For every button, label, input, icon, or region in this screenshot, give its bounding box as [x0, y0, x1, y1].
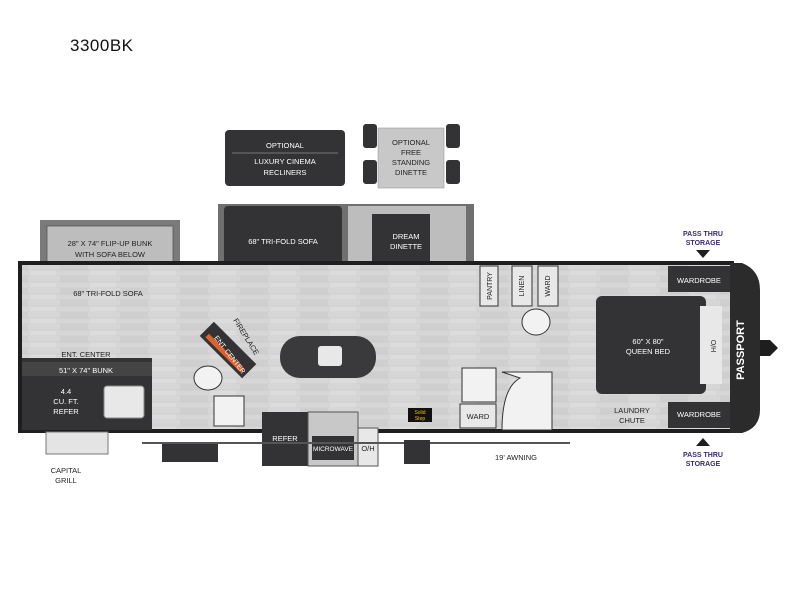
pass-thru-bottom-label-1: PASS THRU [683, 452, 723, 459]
refer [262, 412, 308, 466]
refer-small-label-1: 4.4 [61, 387, 71, 396]
linen [511, 265, 533, 307]
bunk [22, 362, 152, 376]
grill-label-2: GRILL [55, 476, 77, 485]
sofa-left-label: 68" TRI-FOLD SOFA [73, 289, 143, 298]
headboard [700, 306, 722, 384]
shower [501, 371, 553, 431]
pass-thru-top-label-1: PASS THRU [683, 231, 723, 238]
linen-label: LINEN [519, 276, 526, 297]
outdoor-step-left [162, 444, 218, 462]
dinette-label-3: STANDING [392, 158, 430, 167]
ward-label: WARD [545, 275, 552, 296]
laundry-label-1: LAUNDRY [614, 406, 650, 415]
toilet-half-bath [193, 365, 223, 391]
outdoor-sink [103, 385, 145, 419]
front-cap [730, 263, 760, 433]
brand-logo: PASSPORT [735, 320, 747, 380]
pass-thru-bottom-label-2: STORAGE [686, 461, 721, 468]
recliners-label-1: OPTIONAL [266, 141, 304, 150]
flip-up-bunk [46, 225, 174, 265]
laundry-label-2: CHUTE [619, 416, 645, 425]
ward-closet [537, 265, 559, 307]
refer-small-label-3: REFER [53, 407, 79, 416]
sink-half-bath [213, 395, 245, 427]
toilet-main-bath [521, 308, 551, 336]
hitch [760, 340, 778, 356]
pass-thru-bottom-arrow [696, 438, 710, 446]
dream-dinette-table [372, 214, 430, 266]
island-sink [318, 346, 342, 366]
wardrobe-bottom-label: WARDROBE [677, 410, 721, 419]
dinette-label-4: DINETTE [395, 168, 427, 177]
ho-label: H/O [711, 339, 718, 352]
bunk-label: 51" X 74" BUNK [59, 366, 113, 375]
bath-wardrobe [459, 403, 497, 429]
wardrobe-top [668, 266, 730, 292]
capital-grill [45, 431, 109, 455]
pantry [479, 265, 499, 307]
pass-thru-top-arrow [696, 250, 710, 258]
microwave [312, 436, 354, 460]
wardrobe-bottom [668, 402, 730, 428]
flip-up-bunk-label-1: 28" X 74" FLIP-UP BUNK [68, 239, 153, 248]
flip-up-bunk-label-2: WITH SOFA BELOW [75, 250, 146, 259]
recliners-label-2: LUXURY CINEMA [254, 157, 315, 166]
recliners-label-3: RECLINERS [264, 168, 307, 177]
solid-step-badge [408, 408, 432, 422]
entry-steps [404, 440, 430, 464]
microwave-label: MICROWAVE [313, 446, 354, 453]
dream-dinette-label-2: DINETTE [390, 242, 422, 251]
optional-dinette: OPTIONAL FREE STANDING DINETTE [363, 124, 460, 189]
queen-bed [596, 296, 706, 394]
queen-bed-label-2: QUEEN BED [626, 347, 671, 356]
ent-center-label: ENT. CENTER [61, 350, 111, 359]
solid-step-label-2: Step [415, 416, 426, 422]
awning-label: 19' AWNING [495, 453, 537, 462]
dream-dinette-label-1: DREAM [392, 232, 419, 241]
bath-ward-label: WARD [467, 412, 490, 421]
pass-thru-top-label-2: STORAGE [686, 240, 721, 247]
oh-label: O/H [361, 444, 374, 453]
tri-fold-sofa-top [224, 206, 342, 266]
sofa-top-label: 68" TRI-FOLD SOFA [248, 237, 318, 246]
pantry-label: PANTRY [487, 272, 494, 300]
fireplace-ent-center [199, 321, 257, 379]
refer-small-label-2: CU. FT. [53, 397, 78, 406]
refer-label: REFER [272, 434, 298, 443]
model-title: 3300BK [70, 36, 134, 55]
dinette-label-1: OPTIONAL [392, 138, 430, 147]
sink-main-bath [461, 367, 497, 403]
solid-step-label-1: Solid [414, 410, 425, 416]
queen-bed-label-1: 60" X 80" [632, 337, 664, 346]
wardrobe-top-label: WARDROBE [677, 276, 721, 285]
dinette-label-2: FREE [401, 148, 421, 157]
overhead-cabinet [357, 427, 379, 467]
grill-label-1: CAPITAL [51, 466, 82, 475]
optional-recliners: OPTIONAL LUXURY CINEMA RECLINERS [225, 130, 345, 186]
